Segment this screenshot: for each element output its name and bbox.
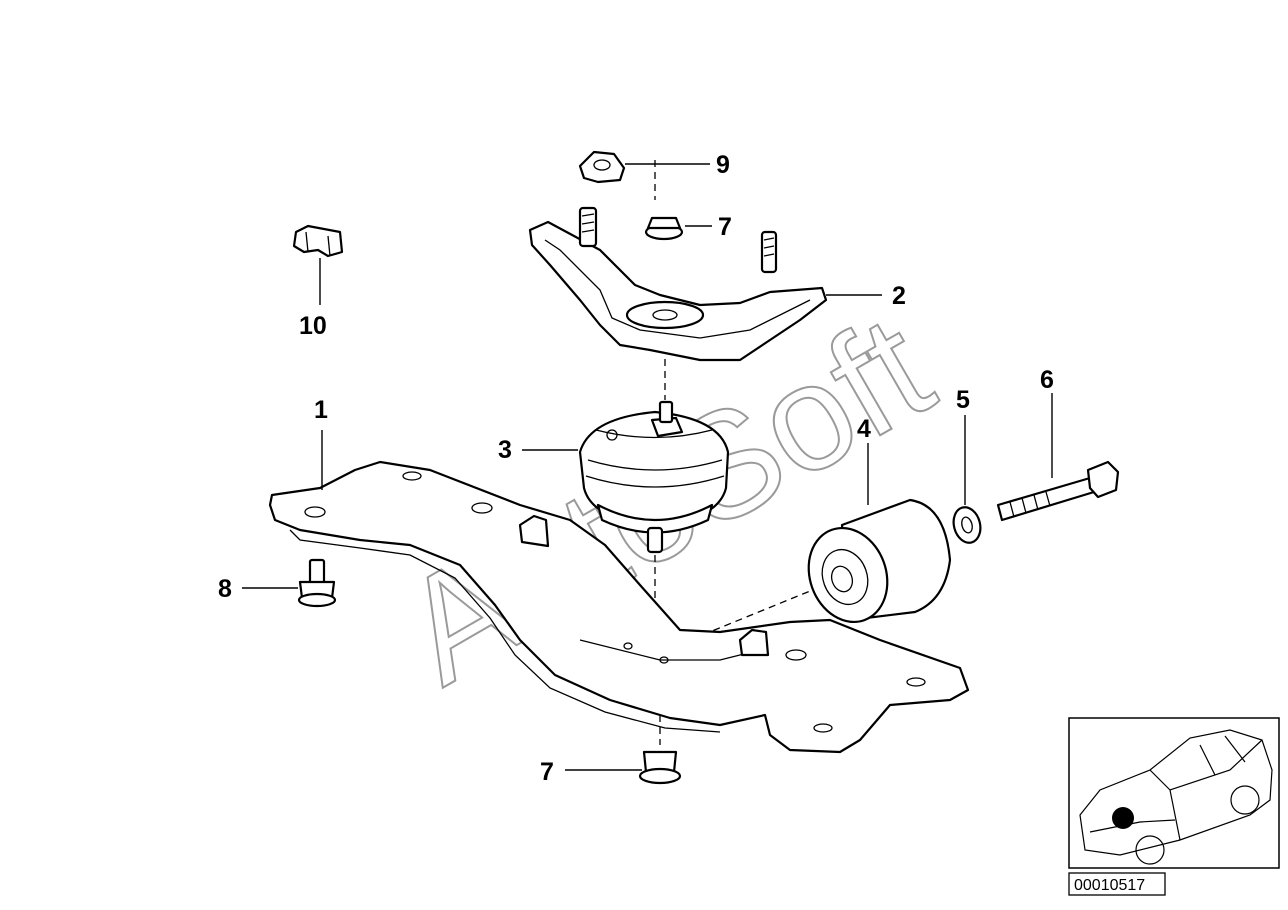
callout-1: 1 <box>314 396 328 424</box>
crossmember-part-1 <box>268 460 970 754</box>
callout-3: 3 <box>498 436 512 464</box>
reference-number: 00010517 <box>1074 877 1145 894</box>
location-marker-icon <box>1112 807 1134 829</box>
bolt-part-8 <box>297 558 337 608</box>
washer-part-5 <box>952 506 982 544</box>
vehicle-locator-inset <box>1068 717 1280 869</box>
bracket-part-2 <box>528 206 828 362</box>
nut-part-7-lower <box>638 750 682 785</box>
callout-6: 6 <box>1040 366 1054 394</box>
nut-part-7-upper <box>644 216 684 241</box>
nut-part-9 <box>578 150 626 184</box>
bushing-part-4 <box>807 498 952 624</box>
callout-10: 10 <box>299 312 327 340</box>
bolt-part-6 <box>996 460 1120 522</box>
car-outline-icon <box>1079 729 1273 865</box>
callout-2: 2 <box>892 282 906 310</box>
reference-number-box: 00010517 <box>1068 872 1166 896</box>
callout-4: 4 <box>857 415 871 443</box>
clip-part-10 <box>292 224 344 258</box>
callout-5: 5 <box>956 386 970 414</box>
callout-7-lower: 7 <box>540 758 554 786</box>
callout-7-upper: 7 <box>718 213 732 241</box>
callout-9: 9 <box>716 151 730 179</box>
callout-8: 8 <box>218 575 232 603</box>
engine-mount-part-3 <box>578 400 730 554</box>
